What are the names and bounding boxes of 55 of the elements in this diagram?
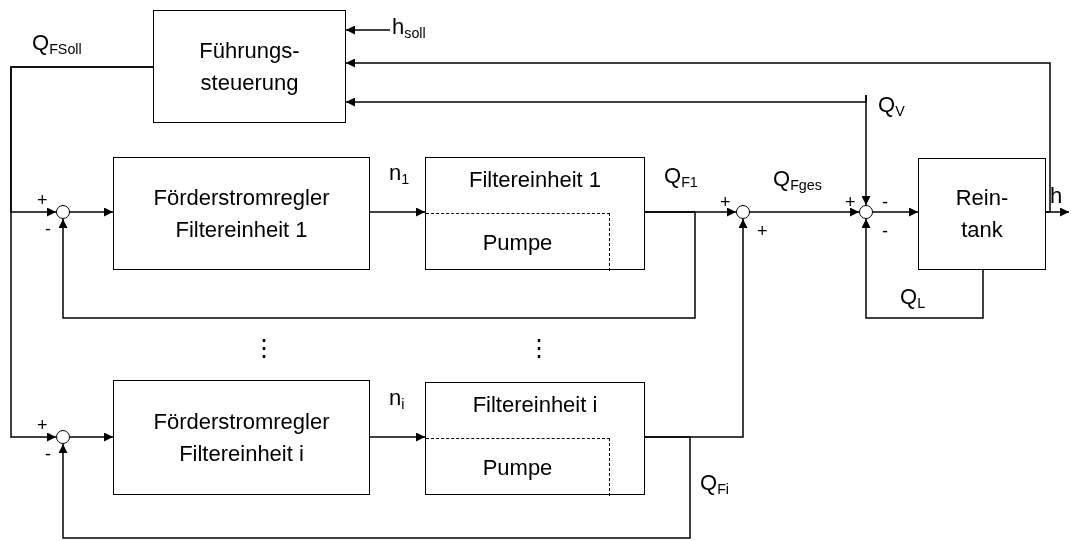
block-label: Pumpe bbox=[482, 453, 553, 482]
signal-arrow bbox=[749, 207, 860, 217]
sign-label: - bbox=[45, 219, 51, 239]
ellipsis-label: ⋮ bbox=[252, 338, 276, 358]
block-label: Führungs- steuerung bbox=[198, 36, 301, 97]
signal-arrow bbox=[58, 211, 696, 319]
block bbox=[425, 382, 645, 495]
signal-arrow bbox=[345, 58, 1051, 213]
block bbox=[113, 380, 370, 495]
sign-label: - bbox=[882, 192, 888, 212]
signal-arrow bbox=[69, 432, 114, 442]
block-label: Förderstromregler Filtereinheit 1 bbox=[152, 183, 331, 244]
signal-label: n$_{i}$ bbox=[389, 385, 405, 415]
signal-label: h$_{soll}$ bbox=[392, 14, 426, 44]
signal-arrow bbox=[10, 66, 154, 442]
sign-label: - bbox=[45, 444, 51, 464]
signal-label: Q$_{Fi}$ bbox=[700, 470, 730, 500]
sign-label: + bbox=[37, 415, 48, 435]
summing-junction bbox=[56, 205, 70, 219]
signal-arrow bbox=[369, 207, 426, 217]
summing-junction bbox=[736, 205, 750, 219]
sign-label: + bbox=[37, 190, 48, 210]
signal-label: Q$_{L}$ bbox=[900, 284, 926, 314]
signal-arrow bbox=[1045, 207, 1070, 217]
signal-arrow bbox=[872, 207, 919, 217]
signal-arrow bbox=[345, 25, 391, 35]
sub-block bbox=[426, 213, 610, 271]
sign-label: + bbox=[845, 192, 856, 212]
signal-arrow bbox=[369, 432, 426, 442]
sub-block bbox=[426, 438, 610, 496]
block-label: Förderstromregler Filtereinheit i bbox=[152, 407, 331, 468]
signal-label: Q$_{V}$ bbox=[878, 92, 905, 122]
signal-label: h bbox=[1050, 183, 1063, 209]
signal-label: Q$_{FSoll}$ bbox=[32, 30, 82, 60]
signal-label: n$_{1}$ bbox=[389, 160, 410, 190]
signal-arrow bbox=[861, 218, 984, 319]
block-label: Pumpe bbox=[482, 228, 553, 257]
block bbox=[153, 10, 346, 123]
signal-arrow bbox=[58, 436, 691, 539]
sign-label: + bbox=[720, 192, 731, 212]
signal-arrow bbox=[69, 207, 114, 217]
sign-label: - bbox=[882, 221, 888, 241]
block bbox=[113, 157, 370, 270]
signal-arrow bbox=[861, 94, 871, 206]
block-label: Filtereinheit 1 bbox=[468, 166, 602, 194]
summing-junction bbox=[56, 430, 70, 444]
block-label: Rein- tank bbox=[954, 184, 1010, 244]
sign-label: + bbox=[757, 221, 768, 241]
block bbox=[425, 157, 645, 270]
block bbox=[918, 158, 1046, 270]
ellipsis-label: ⋮ bbox=[527, 338, 551, 358]
signal-label: Q$_{Fges}$ bbox=[773, 166, 822, 196]
block-label: Filtereinheit i bbox=[472, 391, 598, 419]
signal-label: Q$_{F1}$ bbox=[664, 163, 698, 193]
summing-junction bbox=[859, 205, 873, 219]
